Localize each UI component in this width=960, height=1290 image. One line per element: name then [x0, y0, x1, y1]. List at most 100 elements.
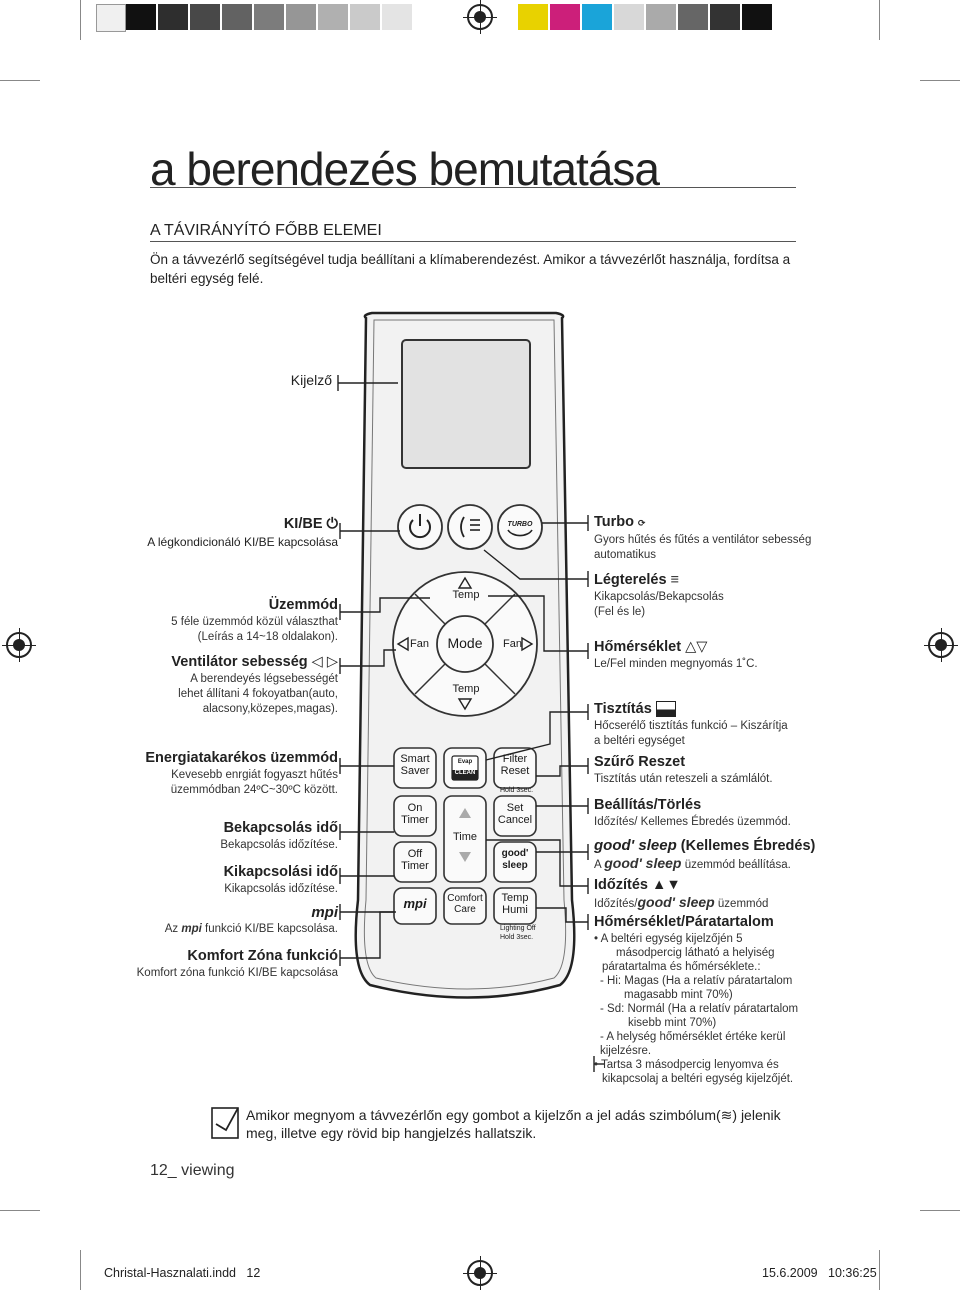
- swing-title: Légterelés ≡: [594, 573, 724, 588]
- good-sleep-logo: good' sleep: [604, 855, 682, 871]
- sleep-desc-text: üzemmód beállítása.: [684, 859, 791, 871]
- triangle-up-down-icon: △▽: [685, 639, 708, 655]
- crop-mark: [80, 1250, 81, 1290]
- crop-mark: [80, 0, 81, 40]
- temp-down-label: Temp: [452, 683, 480, 695]
- label-set-cancel: Beállítás/Törlés Időzítés/ Kellemes Ébre…: [594, 798, 791, 830]
- swing-button[interactable]: [448, 505, 492, 549]
- reset-label: Reset: [500, 765, 530, 777]
- time-button[interactable]: Time: [444, 831, 486, 843]
- filter-hold-note: Hold 3sec.: [500, 787, 534, 794]
- onoff-title-text: KI/BE: [283, 516, 323, 532]
- label-comfort: Komfort Zóna funkció Komfort zóna funkci…: [137, 949, 338, 981]
- turbo-title: Turbo ⟳: [594, 515, 811, 531]
- good-sleep-label: good': [501, 848, 529, 859]
- mode-button[interactable]: Mode: [442, 635, 488, 651]
- on-timer-label: Timer: [401, 814, 429, 826]
- humi-line: kijelzésre.: [600, 1045, 652, 1057]
- humi-line: másodpercig látható a helyiség: [616, 947, 775, 959]
- turbo-label: TURBO: [507, 521, 533, 528]
- mpi-logo: mpi: [181, 923, 202, 935]
- mpi-button[interactable]: mpi: [394, 896, 436, 911]
- turbo-button[interactable]: TURBO: [498, 505, 542, 549]
- humi-line: - Sd: Normál (Ha a relatív páratartalom: [600, 1003, 799, 1015]
- temp-humi-label: Temp: [501, 892, 529, 904]
- on-time-title: Bekapcsolás idő: [223, 820, 338, 836]
- fan-right-label: Fan: [503, 638, 522, 650]
- mpi-desc: Az mpi funkció KI/BE kapcsolása.: [165, 922, 338, 937]
- note-text: Amikor megnyom a távvezérlőn egy gombot …: [246, 1106, 806, 1142]
- temp-humi-label: Humi: [502, 904, 528, 916]
- clean-desc: a beltéri egységet: [594, 735, 685, 747]
- lighting-note-line: Lighting Off: [500, 925, 536, 932]
- off-timer-label: Timer: [401, 860, 429, 872]
- fan-desc: A berendeyés légsebességét: [190, 673, 338, 685]
- swing-title-text: Légterelés: [594, 572, 667, 588]
- mpi-label: mpi: [403, 896, 427, 911]
- off-timer-label: Off: [407, 848, 423, 860]
- humi-line: - Hi: Magas (Ha a relatív páratartalom: [600, 975, 793, 987]
- label-mpi: mpi Az mpi funkció KI/BE kapcsolása.: [165, 905, 338, 937]
- crop-mark: [879, 0, 880, 40]
- color-calibration-bar: [96, 4, 414, 32]
- clean-label: CLEAN: [454, 770, 476, 776]
- file-name: Christal-Hasznalati.indd 12: [104, 1266, 261, 1280]
- registration-mark-bottom: [463, 1256, 497, 1290]
- on-time-desc: Bekapcsolás időzítése.: [220, 839, 338, 851]
- sleep-title: good' sleep (Kellemes Ébredés): [594, 838, 815, 854]
- turbo-desc: automatikus: [594, 549, 657, 561]
- sleep-desc: A good' sleep üzemmód beállítása.: [594, 856, 815, 873]
- smart-saver-label: Saver: [400, 765, 430, 777]
- section-heading: A TÁVIRÁNYÍTÓ FŐBB ELEMEI: [150, 222, 382, 239]
- humi-line: • Tartsa 3 másodpercig lenyomva és: [594, 1059, 779, 1071]
- fan-left-label: Fan: [410, 638, 429, 650]
- fan-left-button[interactable]: Fan: [410, 638, 429, 650]
- sleep-title-text: (Kellemes Ébredés): [680, 838, 816, 854]
- sleep-desc-text: A: [594, 859, 602, 871]
- label-temperature: Hőmérséklet △▽ Le/Fel minden megnyomás 1…: [594, 640, 758, 672]
- label-clean: Tisztítás Hőcserélő tisztítás funkció – …: [594, 701, 788, 749]
- good-sleep-label: sleep: [502, 860, 528, 871]
- timing-desc: Időzítés/good' sleep üzemmód: [594, 895, 768, 912]
- label-filter: Szűrő Reszet Tisztítás után reteszeli a …: [594, 755, 773, 787]
- mpi-title: mpi: [311, 904, 338, 921]
- intro-text: Ön a távvezérlő segítségével tudja beáll…: [150, 252, 791, 286]
- humi-line: • A beltéri egység kijelzőjén 5: [594, 933, 743, 945]
- mpi-desc-text: Az: [164, 923, 179, 935]
- timing-title: Időzítés ▲▼: [594, 877, 681, 893]
- humi-title: Hőmérséklet/Páratartalom: [594, 914, 774, 930]
- crop-mark: [920, 1210, 960, 1211]
- fan-right-button[interactable]: Fan: [503, 638, 522, 650]
- good-sleep-button[interactable]: good'sleep: [494, 848, 536, 872]
- temp-down-button[interactable]: Temp: [446, 683, 486, 695]
- print-date: 15.6.2009 10:36:25: [762, 1266, 877, 1280]
- fan-desc: alacsony,közepes,magas).: [202, 703, 338, 715]
- crop-mark: [0, 80, 40, 81]
- smart-saver-label: Smart: [400, 753, 430, 765]
- power-button[interactable]: [398, 505, 442, 549]
- temp-desc: Le/Fel minden megnyomás 1˚C.: [594, 658, 758, 670]
- fan-desc: lehet állítani 4 fokoyatban(auto,: [178, 688, 338, 700]
- comfort-desc: Komfort zóna funkció KI/BE kapcsolása: [136, 967, 338, 979]
- turbo-desc: Gyors hűtés és fűtés a ventilátor sebess…: [594, 534, 812, 546]
- clean-title: Tisztítás: [594, 701, 788, 717]
- on-timer-label: On: [407, 802, 423, 814]
- saver-desc: üzemmódban 24ºC~30ºC között.: [170, 784, 338, 796]
- fan-title-text: Ventilátor sebesség: [171, 654, 308, 670]
- humi-line: kisebb mint 70%): [628, 1017, 717, 1029]
- temp-up-button[interactable]: Temp: [446, 589, 486, 601]
- crop-mark: [879, 1250, 880, 1290]
- registration-mark-right: [924, 628, 958, 662]
- timing-desc-text: Időzítés/: [594, 898, 638, 910]
- label-turbo: Turbo ⟳ Gyors hűtés és fűtés a ventiláto…: [594, 515, 811, 563]
- off-time-title: Kikapcsolási idő: [223, 864, 338, 880]
